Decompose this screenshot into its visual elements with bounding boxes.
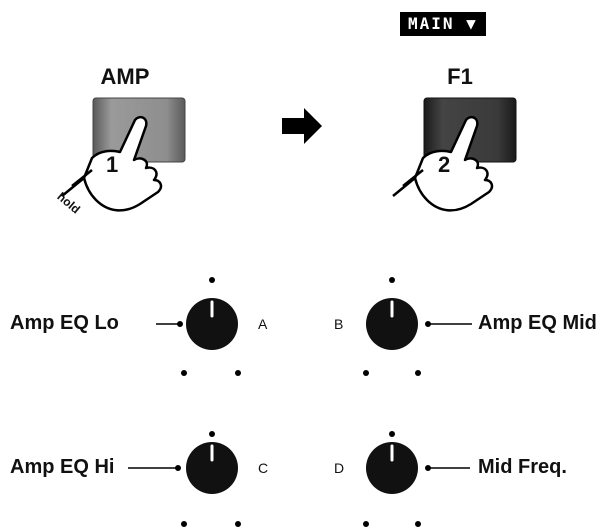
knob-label-amp-eq-mid: Amp EQ Mid [478,312,597,334]
knob-label-amp-eq-lo: Amp EQ Lo [10,312,119,334]
f1-button-title: F1 [447,64,473,89]
knob-c[interactable] [186,442,238,494]
knob-diagram [128,277,472,527]
knob-a[interactable] [186,298,238,350]
knob-d[interactable] [366,442,418,494]
knob-label-amp-eq-hi: Amp EQ Hi [10,456,115,478]
knob-letter-d: D [334,460,345,476]
amp-button-title: AMP [100,64,150,89]
hand-pointer-icon-2 [392,115,494,212]
arrow-right-icon [282,108,322,144]
button-diagram [61,97,517,212]
knob-letter-c: C [258,460,269,476]
knob-letter-b: B [334,316,344,332]
knob-label-mid-freq: Mid Freq. [478,456,567,478]
step-number-1: 1 [106,152,119,177]
knob-letter-a: A [258,316,268,332]
knob-b[interactable] [366,298,418,350]
hand-pointer-icon-1 [61,115,163,212]
step-number-2: 2 [438,152,451,177]
mode-badge: MAIN ▼ [400,12,486,36]
